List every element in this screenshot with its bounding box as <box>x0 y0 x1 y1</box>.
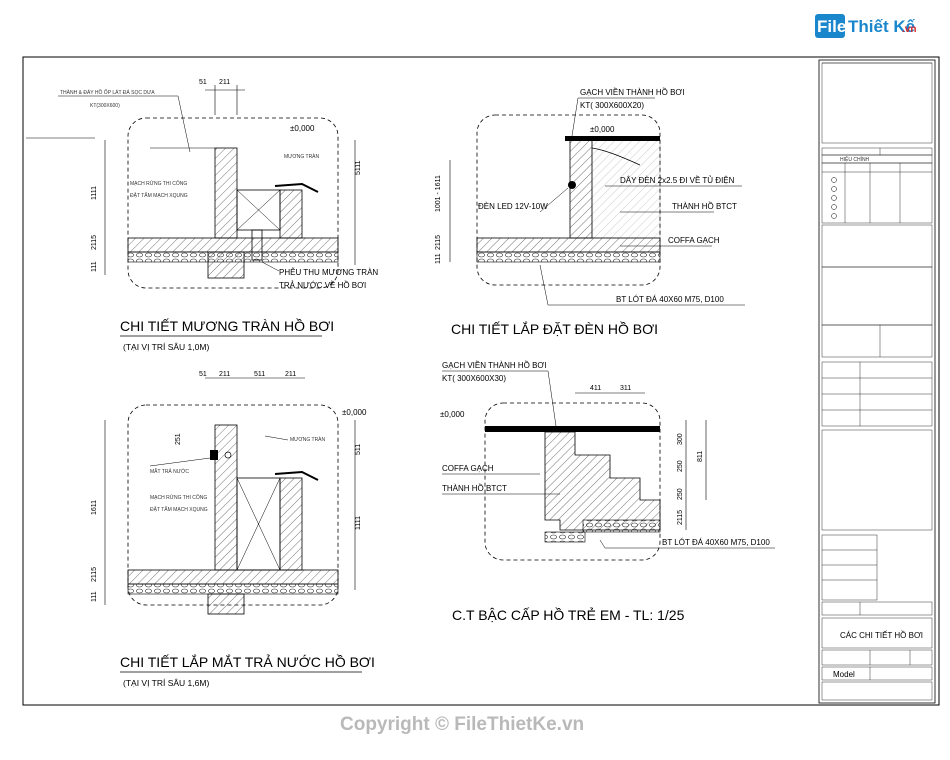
title-block: HIỆU CHỈNH CÁC CHI TIẾT HỒ BƠI M <box>818 59 936 704</box>
svg-text:511: 511 <box>254 371 265 378</box>
svg-text:211: 211 <box>219 371 230 378</box>
caption-inlet: CHI TIẾT LẮP MẮT TRẢ NƯỚC HỒ BƠI <box>120 653 375 670</box>
note-light-wall: THÀNH HỒ BTCT <box>672 201 737 211</box>
svg-text:±0,000: ±0,000 <box>342 408 367 417</box>
note-inlet-joint: MẠCH RỪNG THI CÔNG <box>150 494 207 501</box>
svg-text:1611: 1611 <box>91 500 98 515</box>
tb-model: Model <box>833 670 855 679</box>
svg-text:300: 300 <box>677 433 684 445</box>
svg-text:250: 250 <box>677 488 684 500</box>
note-overflow-channel: MƯƠNG TRÀN <box>284 153 320 160</box>
svg-text:111: 111 <box>91 261 98 272</box>
svg-text:±0,000: ±0,000 <box>290 124 315 133</box>
svg-text:511: 511 <box>355 444 362 455</box>
note-overflow-tiles: THÀNH & ĐÁY HỒ ỐP LÁT ĐÁ SỌC DƯA <box>60 89 155 96</box>
detail-return-inlet: 51 211 511 211 251 1611 511 1111 2115 11… <box>91 371 375 688</box>
note-inlet-strip: ĐẶT TẤM MẠCH XQUNG <box>150 506 208 513</box>
note-steps-coping: GẠCH VIỀN THÀNH HỒ BƠI <box>442 360 547 370</box>
subcaption-overflow: (TẠI VỊ TRÍ SÂU 1,0M) <box>123 342 209 352</box>
note-light-coping: GẠCH VIỀN THÀNH HỒ BƠI <box>580 87 685 97</box>
svg-text:2115: 2115 <box>435 235 442 250</box>
tb-revision: HIỆU CHỈNH <box>840 155 870 163</box>
svg-text:1111: 1111 <box>355 516 362 530</box>
note-overflow-joint: MẠCH RỪNG THI CÔNG <box>130 180 187 187</box>
drawing-frame <box>22 56 940 706</box>
note-light-formwork: COFFA GẠCH <box>668 236 720 245</box>
caption-steps: C.T BẬC CẤP HỒ TRẺ EM - TL: 1/25 <box>452 606 685 623</box>
svg-text:51: 51 <box>199 371 207 378</box>
filethietke-logo: File Thiết Kế .vn <box>815 14 916 38</box>
note-inlet-eye: MẮT TRẢ NƯỚC <box>150 467 189 475</box>
svg-text:2115: 2115 <box>91 567 98 582</box>
svg-text:811: 811 <box>697 451 704 462</box>
note-light-cable: DÂY ĐÈN 2x2.5 ĐI VỀ TỦ ĐIỆN <box>620 175 735 185</box>
note-light-coping-size: KT( 300X600X20) <box>580 101 644 110</box>
note-inlet-channel: MƯƠNG TRÀN <box>290 436 326 443</box>
logo-name-text: Thiết Kế <box>848 17 916 36</box>
svg-text:250: 250 <box>677 460 684 472</box>
svg-text:311: 311 <box>620 385 631 392</box>
svg-text:51: 51 <box>199 79 207 86</box>
note-overflow-strip: ĐẶT TẤM MẠCH XQUNG <box>130 192 188 199</box>
note-steps-coping-size: KT( 300X600X30) <box>442 374 506 383</box>
logo-domain-text: .vn <box>902 24 916 35</box>
svg-text:111: 111 <box>435 253 442 264</box>
svg-text:2115: 2115 <box>677 510 684 525</box>
svg-text:1001 - 1611: 1001 - 1611 <box>435 175 442 212</box>
svg-text:±0,000: ±0,000 <box>440 410 465 419</box>
note-light-lean-concrete: BT LÓT ĐÁ 40X60 M75, D100 <box>616 295 724 304</box>
caption-overflow: CHI TIẾT MƯƠNG TRÀN HỒ BƠI <box>120 317 334 334</box>
note-light-led: ĐÈN LED 12V-10W <box>478 202 548 211</box>
svg-text:411: 411 <box>590 385 601 392</box>
tb-drawing-name: CÁC CHI TIẾT HỒ BƠI <box>840 630 923 640</box>
svg-text:5111: 5111 <box>355 160 362 175</box>
note-steps-lean-concrete: BT LÓT ĐÁ 40X60 M75, D100 <box>662 538 770 547</box>
detail-overflow-channel: 51 211 1111 5111 2115 111 ±0,000 THÀNH &… <box>26 79 378 352</box>
note-overflow-tiles-size: KT(300X600) <box>90 103 120 109</box>
detail-kids-steps: 411 311 300 250 811 250 2115 ±0,000 GẠCH… <box>440 360 775 623</box>
subcaption-inlet: (TẠI VỊ TRÍ SÂU 1,6M) <box>123 678 209 688</box>
svg-text:251: 251 <box>175 433 182 445</box>
note-steps-formwork: COFFA GẠCH <box>442 464 494 473</box>
note-overflow-drain: PHỄU THU MƯƠNG TRÀN <box>279 268 378 277</box>
detail-pool-light: 1001 - 1611 2115 111 ±0,000 GẠCH VIỀN TH… <box>435 87 745 337</box>
svg-text:211: 211 <box>219 79 230 86</box>
svg-text:111: 111 <box>91 591 98 602</box>
note-overflow-return: TRẢ NƯỚC VỀ HỒ BƠI <box>279 280 366 290</box>
svg-text:±0,000: ±0,000 <box>590 125 615 134</box>
svg-text:1111: 1111 <box>91 186 98 200</box>
svg-text:2115: 2115 <box>91 235 98 250</box>
copyright-watermark: Copyright © FileThietKe.vn <box>340 714 584 735</box>
caption-light: CHI TIẾT LẮP ĐẶT ĐÈN HỒ BƠI <box>451 320 658 337</box>
note-steps-wall: THÀNH HỒ BTCT <box>442 483 507 493</box>
svg-text:211: 211 <box>285 371 296 378</box>
logo-file-text: File <box>817 17 846 36</box>
logo-badge-icon <box>815 14 845 38</box>
